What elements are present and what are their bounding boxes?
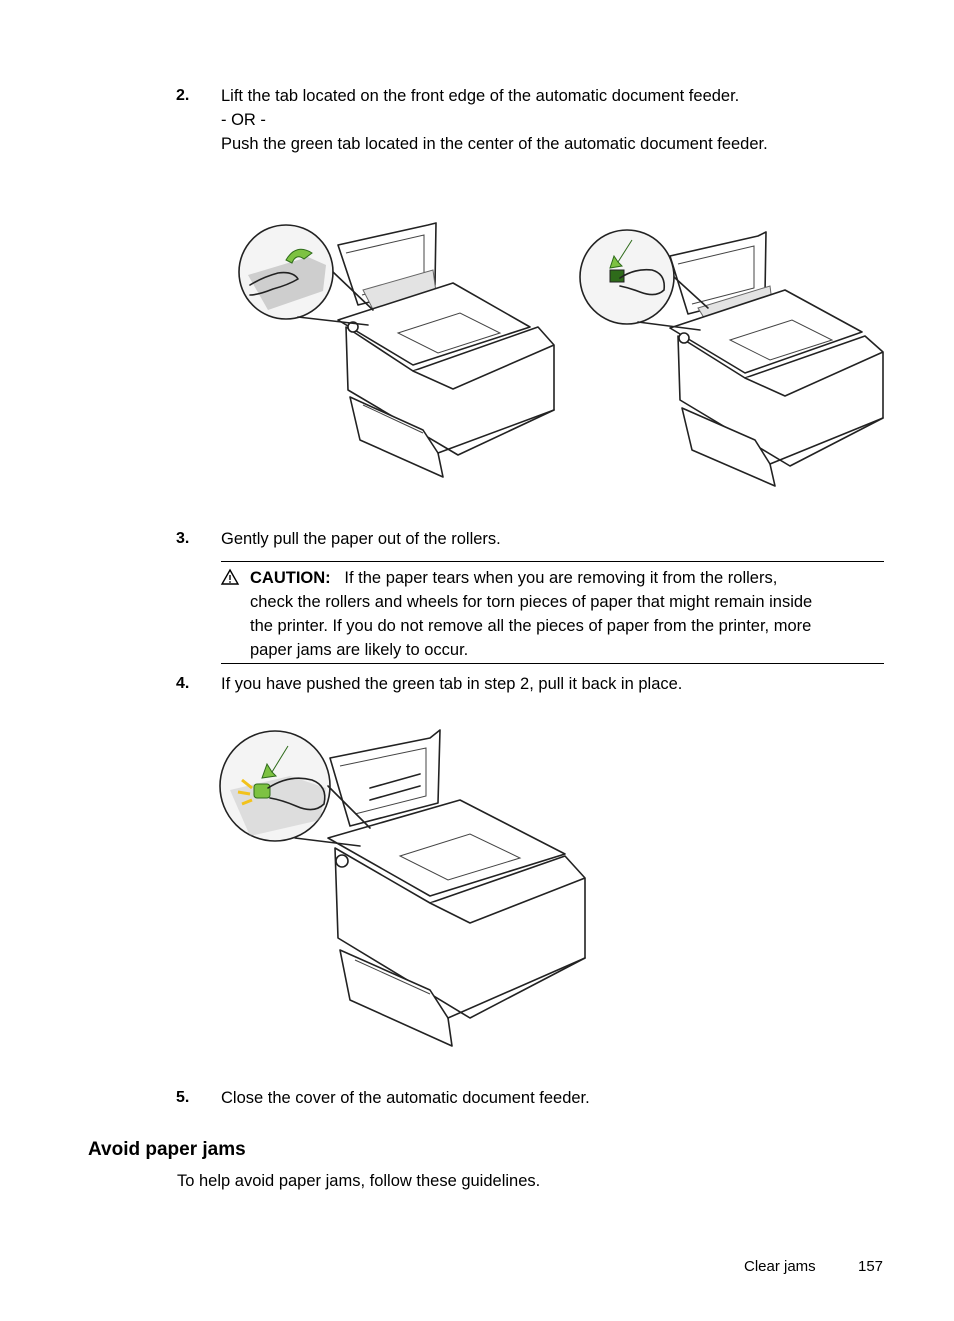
printer-illustration-pull-tab [219, 729, 586, 1047]
caution-line: the printer. If you do not remove all th… [250, 617, 812, 635]
step-number: 4. [176, 675, 190, 692]
step-text: Gently pull the paper out of the rollers… [221, 530, 501, 548]
caution-label: CAUTION: [250, 569, 331, 587]
section-heading: Avoid paper jams [88, 1139, 246, 1160]
step-number: 3. [176, 530, 190, 547]
caution-block: CAUTION: If the paper tears when you are… [250, 566, 890, 662]
step-text: If you have pushed the green tab in step… [221, 675, 683, 693]
step-number: 5. [176, 1089, 190, 1106]
caution-line: CAUTION: If the paper tears when you are… [250, 566, 890, 590]
printer-illustration-lift-tab [238, 222, 555, 478]
caution-line: check the rollers and wheels for torn pi… [250, 593, 813, 611]
footer-section: Clear jams [744, 1258, 816, 1275]
section-intro: To help avoid paper jams, follow these g… [177, 1172, 541, 1190]
caution-bottom-rule [221, 663, 884, 664]
step-text: Lift the tab located on the front edge o… [221, 84, 768, 156]
step-line: - OR - [221, 111, 266, 129]
step-line: Lift the tab located on the front edge o… [221, 87, 740, 105]
page-number: 157 [858, 1258, 884, 1275]
printer-illustration-push-tab [579, 229, 884, 487]
step-text: Close the cover of the automatic documen… [221, 1089, 590, 1107]
step-line: Push the green tab located in the center… [221, 135, 768, 153]
caution-top-rule [221, 561, 884, 562]
warning-triangle-icon [220, 568, 240, 585]
caution-line: paper jams are likely to occur. [250, 641, 469, 659]
caution-text: If the paper tears when you are removing… [344, 569, 778, 587]
step-number: 2. [176, 87, 190, 104]
